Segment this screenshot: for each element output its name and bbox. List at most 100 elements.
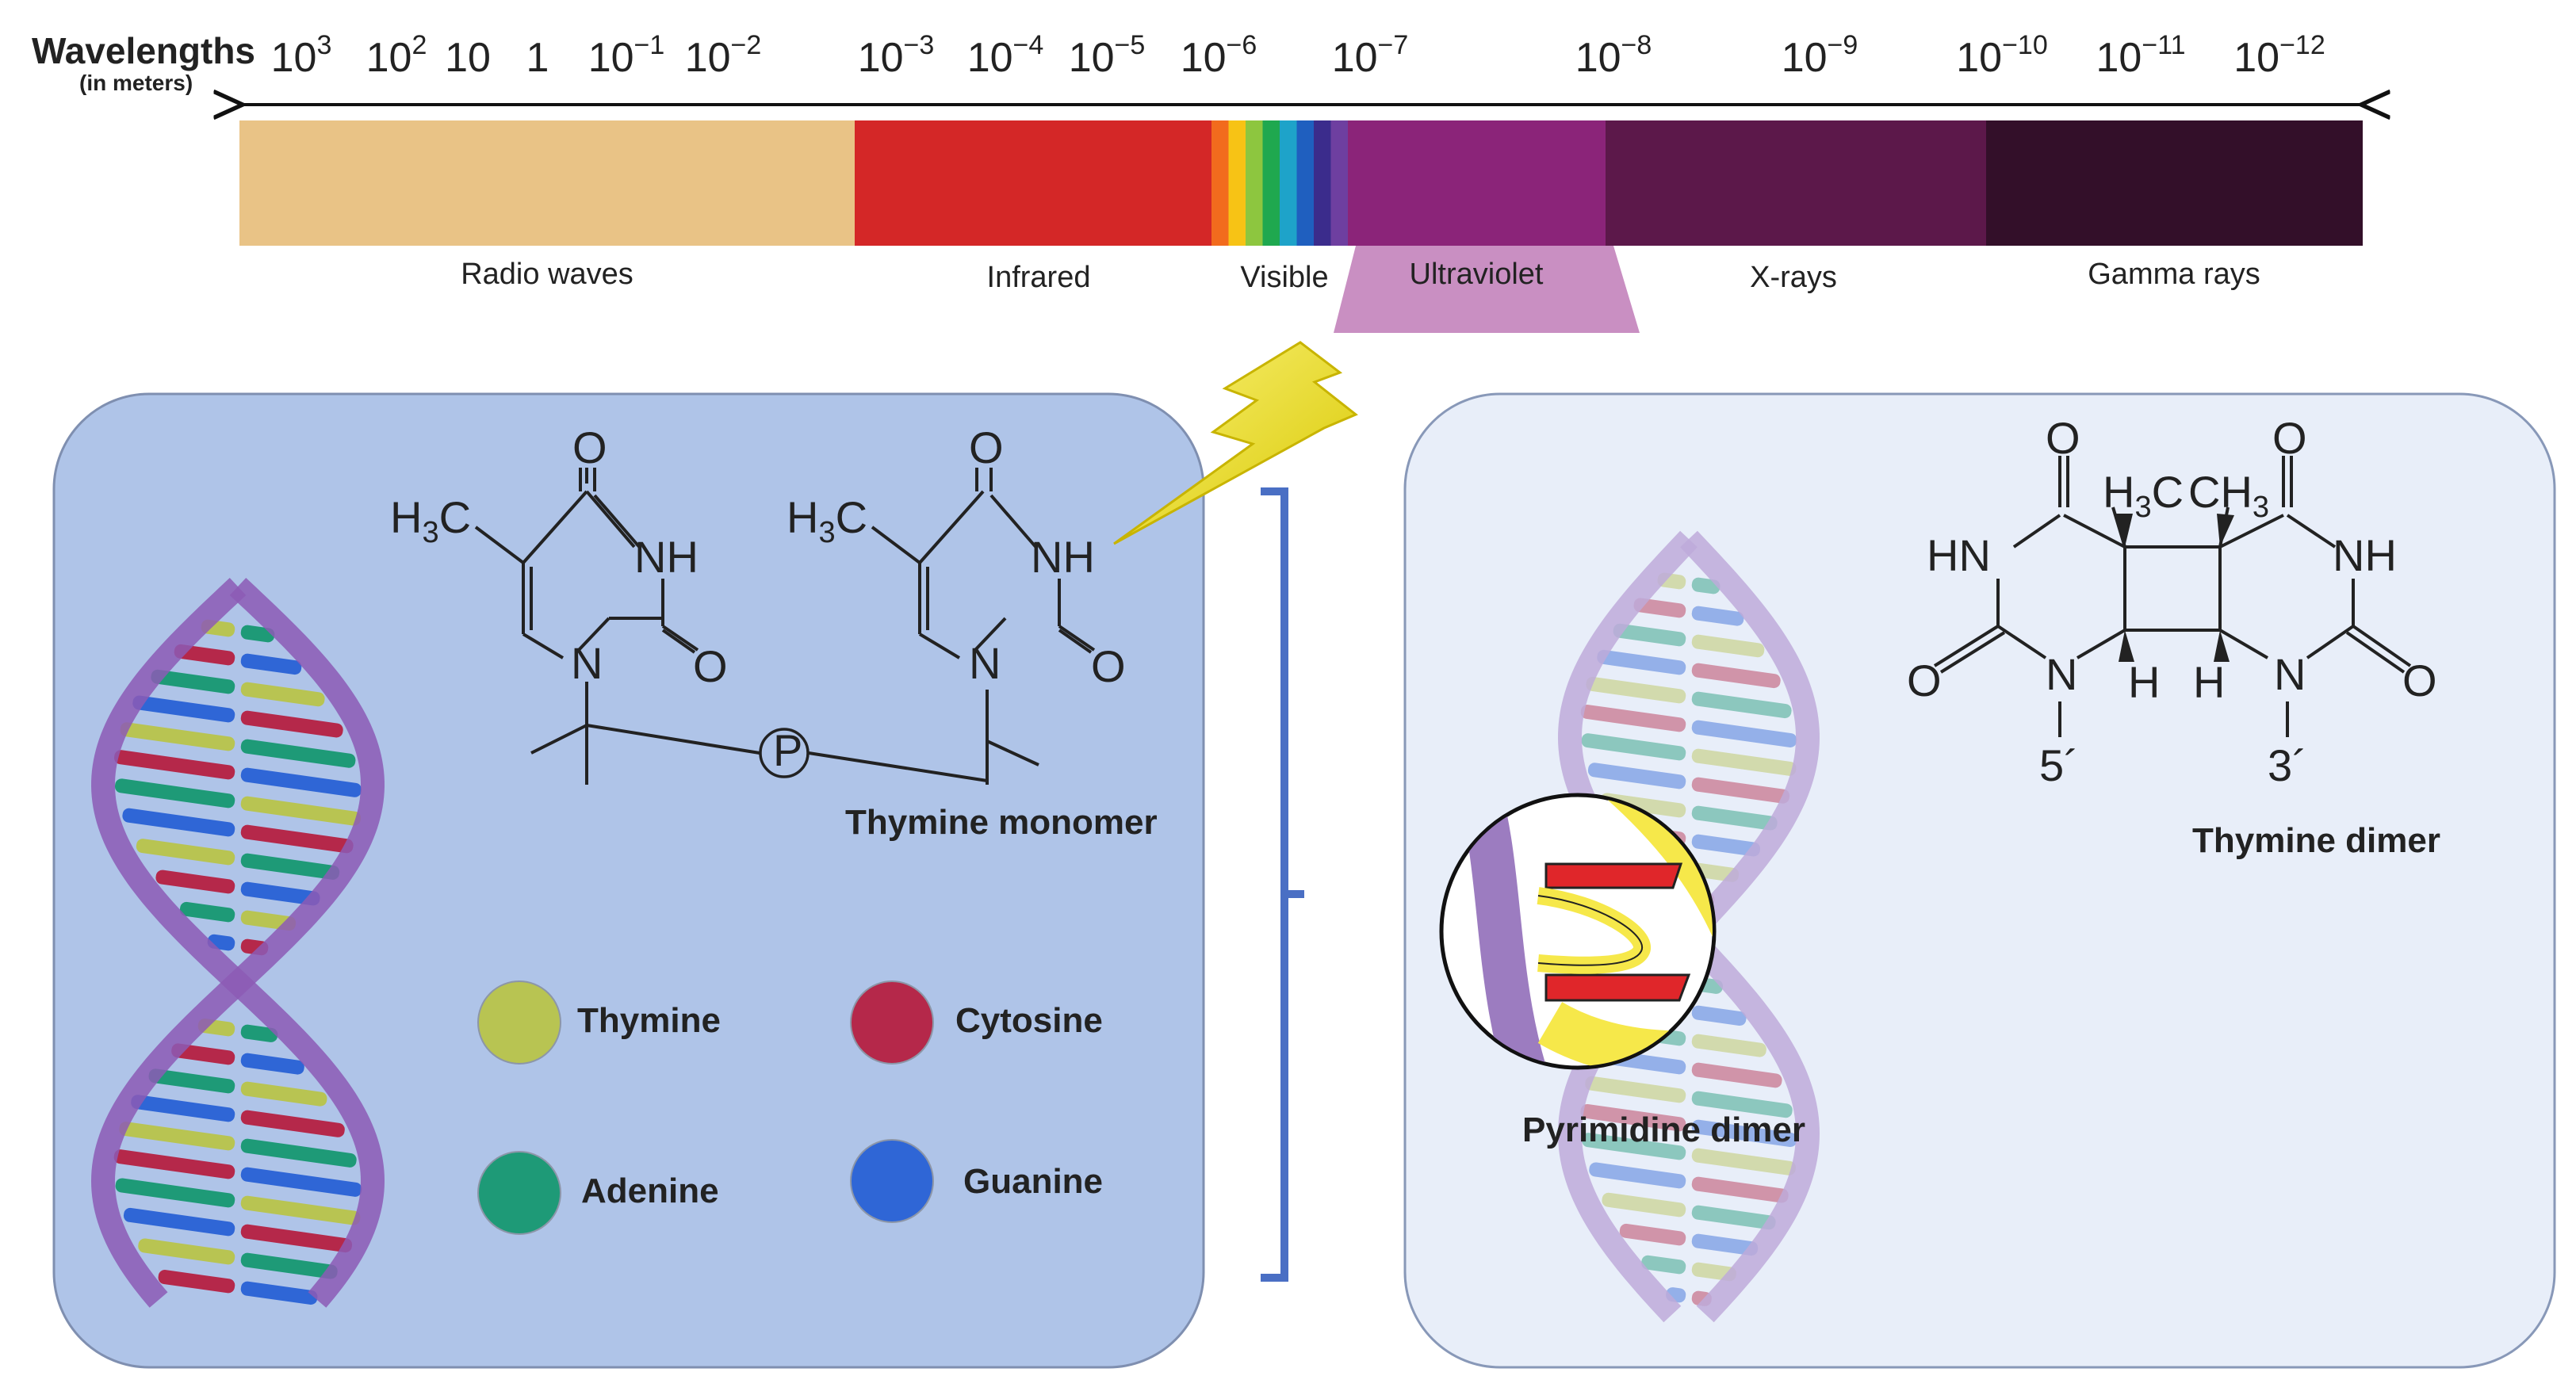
- base-pair: [113, 1149, 235, 1179]
- bracket: [1261, 487, 1304, 1282]
- base-pair: [1619, 1223, 1686, 1246]
- base-pair: [1589, 1162, 1686, 1189]
- svg-text:H3C: H3C: [2103, 467, 2184, 524]
- right-panel: [1403, 392, 2556, 1369]
- base-pair: [1691, 1205, 1776, 1230]
- visible-stripe: [1228, 120, 1246, 246]
- base-pair: [1691, 805, 1778, 831]
- base-pair: [131, 1095, 235, 1122]
- svg-text:HN: HN: [1927, 530, 1991, 580]
- thymine-monomer-structure: [474, 468, 1096, 785]
- base-pair: [120, 722, 235, 751]
- base-pair: [1587, 763, 1686, 789]
- base-pair: [240, 682, 325, 707]
- tick-label: 10−12: [2233, 30, 2325, 81]
- legend-swatch-adenine: [477, 1151, 561, 1235]
- legend-label-cytosine: Cytosine: [955, 1001, 1103, 1040]
- band-label-ultraviolet: Ultraviolet: [1410, 258, 1544, 291]
- base-pair: [136, 839, 235, 866]
- tick-label: 10−11: [2096, 30, 2186, 81]
- base-pair: [1600, 793, 1686, 818]
- tick-label: 103: [271, 30, 332, 81]
- base-pair: [113, 750, 235, 780]
- thymine-dimer-structure: [1933, 456, 2412, 737]
- base-pair: [1691, 577, 1721, 594]
- tick-label: 10−3: [858, 30, 935, 81]
- base-pair: [155, 870, 235, 894]
- wavelength-subtitle: (in meters): [79, 71, 193, 95]
- base-pair: [1691, 834, 1761, 857]
- base-pair: [1602, 1192, 1686, 1217]
- tick-label: 10−6: [1181, 30, 1257, 81]
- band-radio: [239, 120, 855, 246]
- base-pair: [1691, 1034, 1766, 1057]
- tick-label: 10−5: [1069, 30, 1146, 81]
- legend-label-guanine: Guanine: [963, 1162, 1103, 1201]
- base-pair: [171, 1043, 235, 1065]
- thymine-monomer-label: Thymine monomer: [845, 803, 1158, 842]
- tick-label: 10−9: [1782, 30, 1858, 81]
- base-pair: [240, 824, 354, 854]
- lightning-bolt-icon: [1113, 341, 1358, 545]
- visible-stripe: [1280, 120, 1297, 246]
- base-pair: [119, 1122, 235, 1151]
- base-pair: [1691, 720, 1797, 748]
- base-pair: [1691, 1233, 1759, 1256]
- base-pair: [115, 1178, 235, 1208]
- visible-stripe: [1314, 120, 1331, 246]
- svg-text:O: O: [2402, 656, 2437, 705]
- wavelength-title: Wavelengths: [32, 30, 255, 71]
- helix-strand: [90, 578, 385, 1308]
- band-label-visible: Visible: [1240, 261, 1328, 294]
- base-pair: [1691, 1062, 1782, 1088]
- thymine-dimer-wedges: [2115, 514, 2234, 662]
- base-pair: [240, 739, 356, 768]
- band-label-gamma: Gamma rays: [2088, 258, 2260, 291]
- visible-stripe: [1262, 120, 1280, 246]
- base-legend: Thymine Cytosine Adenine Guanine: [477, 980, 1103, 1235]
- base-pair: [1691, 691, 1792, 719]
- tick-label: 10−10: [1956, 30, 2048, 81]
- band-xrays: [1606, 120, 1986, 246]
- base-pair: [240, 1138, 357, 1168]
- visible-stripe: [1211, 120, 1229, 246]
- base-pair: [240, 653, 302, 675]
- band-visible: [1211, 120, 1349, 246]
- base-pair: [1691, 1148, 1796, 1175]
- visible-stripe: [1296, 120, 1315, 246]
- base-pair: [240, 796, 362, 826]
- tick-label: 10−8: [1575, 30, 1652, 81]
- base-pair: [1633, 598, 1686, 618]
- base-pair: [123, 1207, 235, 1237]
- base-pair: [1580, 1103, 1686, 1132]
- base-pair: [240, 1281, 318, 1305]
- svg-text:O: O: [2046, 413, 2080, 463]
- tick-label: 1: [526, 35, 549, 81]
- base-pair: [1586, 676, 1686, 704]
- legend-label-adenine: Adenine: [581, 1172, 719, 1210]
- base-pair: [240, 710, 343, 738]
- base-pair: [1691, 1262, 1736, 1282]
- svg-text:N: N: [2046, 649, 2077, 699]
- band-label-xrays: X-rays: [1750, 261, 1837, 294]
- pyrimidine-dimer-label: Pyrimidine dimer: [1522, 1110, 1805, 1149]
- base-pair: [240, 1167, 362, 1197]
- base-pair: [1641, 1255, 1686, 1275]
- svg-text:O: O: [693, 641, 728, 691]
- base-pair: [158, 1270, 235, 1294]
- visible-stripe: [1330, 120, 1349, 246]
- svg-text:O: O: [1907, 656, 1942, 705]
- visible-stripe: [1246, 120, 1263, 246]
- base-pair: [240, 1110, 345, 1137]
- svg-text:P: P: [773, 725, 802, 775]
- tick-label: 10−7: [1332, 30, 1409, 81]
- base-pair: [1582, 1133, 1686, 1160]
- svg-text:H: H: [2128, 657, 2160, 707]
- legend-swatch-guanine: [850, 1139, 934, 1223]
- tick-label: 102: [366, 30, 427, 81]
- svg-text:N: N: [571, 638, 603, 688]
- svg-text:H3C: H3C: [390, 492, 471, 549]
- legend-swatch-cytosine: [850, 980, 934, 1065]
